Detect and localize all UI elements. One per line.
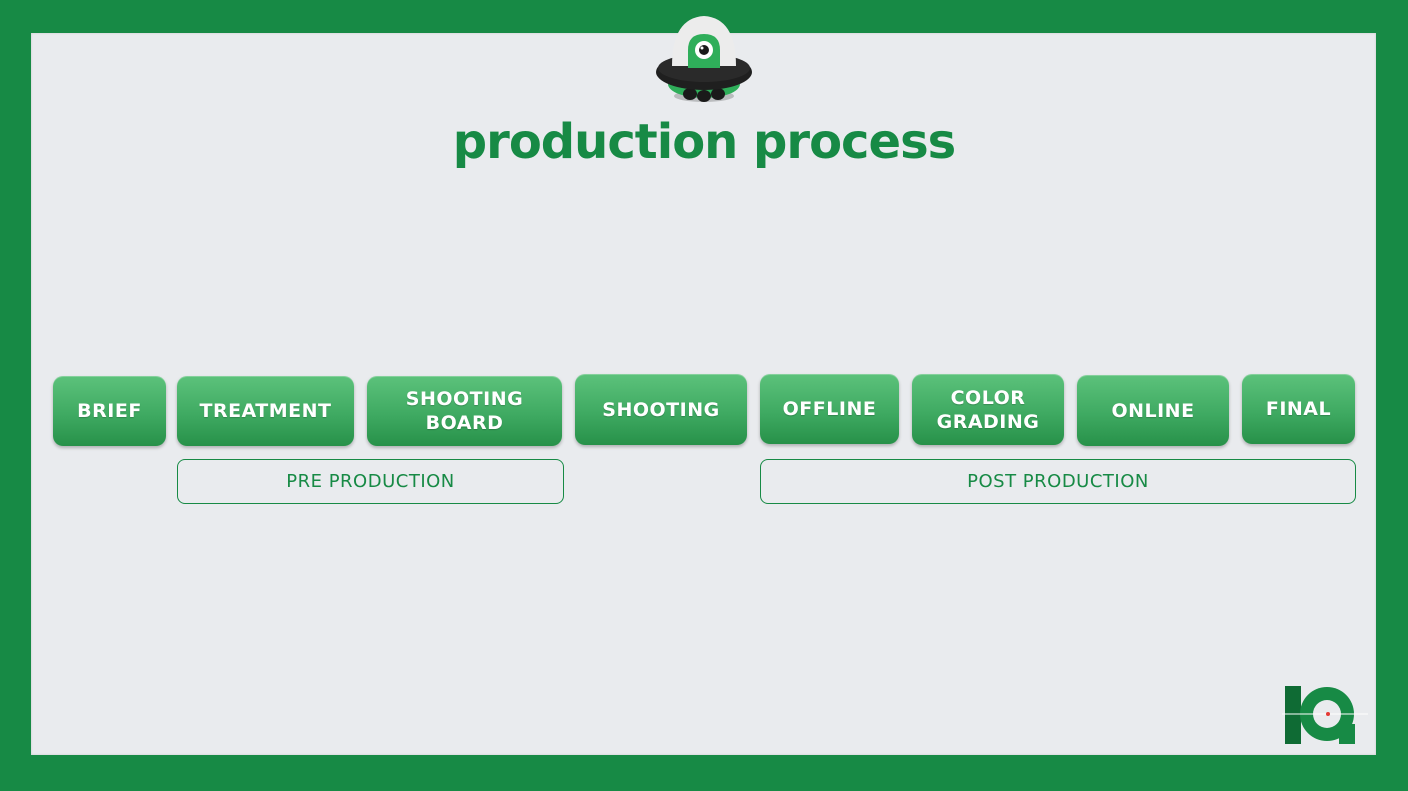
- phase-pre-production: PRE PRODUCTION: [177, 459, 564, 504]
- ten-years-logo-icon: [1282, 686, 1368, 744]
- page-title: production process: [452, 114, 956, 170]
- step-treatment: TREATMENT: [177, 376, 354, 446]
- step-color-grading: COLOR GRADING: [912, 374, 1064, 445]
- step-shooting: SHOOTING: [575, 374, 747, 445]
- step-online: ONLINE: [1077, 375, 1229, 446]
- step-shooting-board: SHOOTING BOARD: [367, 376, 562, 446]
- alien-ufo-icon: [656, 16, 752, 102]
- step-offline: OFFLINE: [760, 374, 899, 444]
- phase-post-production: POST PRODUCTION: [760, 459, 1356, 504]
- step-brief: BRIEF: [53, 376, 166, 446]
- step-final: FINAL: [1242, 374, 1355, 444]
